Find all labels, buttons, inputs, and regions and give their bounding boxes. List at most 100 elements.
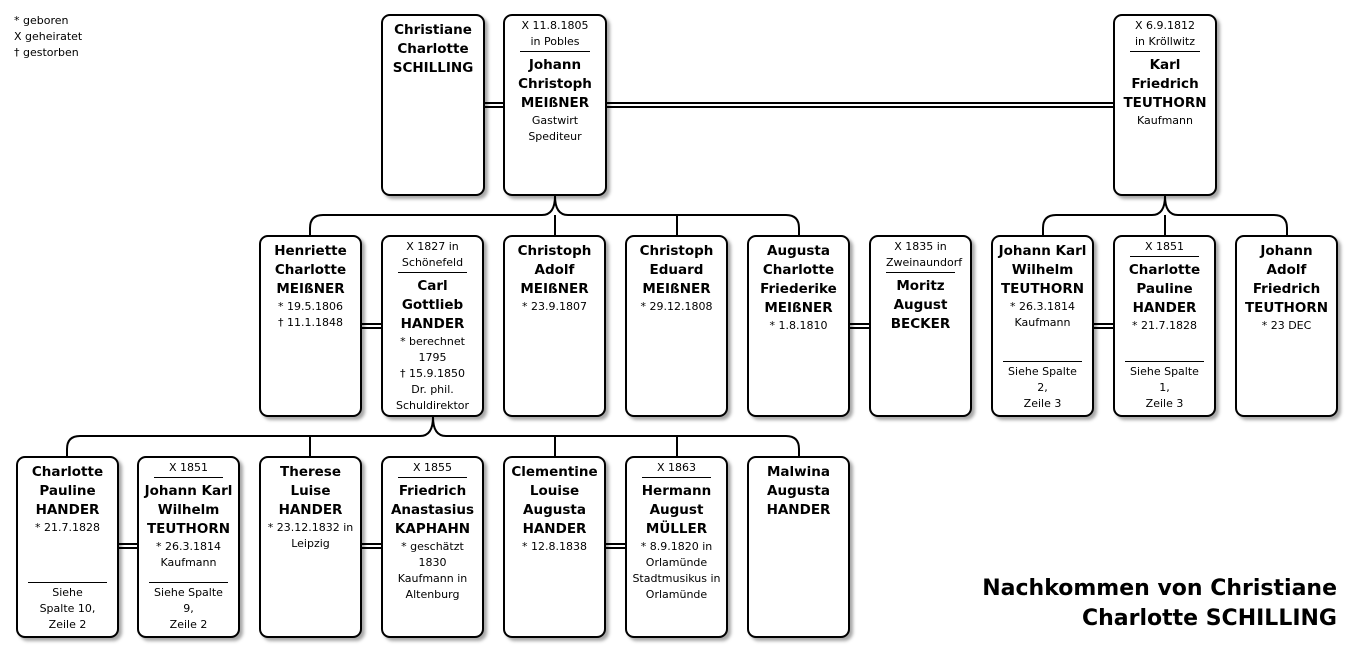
name-line: Moritz [896, 278, 945, 294]
name-line: Gottlieb [401, 297, 464, 313]
name-line: MEIßNER [520, 95, 590, 111]
name-line: Christiane [394, 22, 472, 38]
person-detail: * 21.7.1828 [1132, 319, 1197, 332]
marriage-line [362, 543, 381, 549]
name-line: Charlotte [762, 262, 835, 278]
marriage-line [606, 543, 625, 549]
legend-born: * geboren [14, 14, 69, 27]
name-line: Augusta [523, 502, 586, 518]
name-line: Charlotte [397, 41, 469, 57]
name-line: Hermann [641, 483, 712, 499]
name-line: Charlotte [31, 464, 104, 480]
marriage-line [850, 323, 869, 329]
person-detail: Leipzig [291, 537, 330, 550]
person-detail: * 23.12.1832 in [267, 521, 354, 534]
name-line: Wilhelm [1011, 262, 1074, 278]
name-line: Friedrich [398, 483, 467, 499]
name-line: Friedrich [1252, 281, 1321, 297]
person-detail: Stadtmusikus in [632, 572, 721, 585]
name-line: HANDER [400, 316, 465, 332]
name-line: HANDER [35, 502, 100, 518]
marriage-info: X 1827 in Schönefeld [398, 239, 467, 273]
person-detail: * 1.8.1810 [769, 319, 828, 332]
cross-reference-line: Zeile 2 [48, 618, 87, 631]
person-detail: Kaufmann [160, 556, 217, 569]
person-detail: * 23.9.1807 [522, 300, 587, 313]
person-detail: Spediteur [528, 130, 582, 143]
name-line: Friederike [760, 281, 837, 297]
name-line: MEIßNER [520, 281, 589, 297]
cross-reference-line: Zeile 2 [169, 618, 208, 631]
cross-reference-line: Siehe [52, 586, 83, 599]
name-line: Johann [528, 57, 582, 73]
name-line: MEIßNER [276, 281, 345, 297]
name-line: MEIßNER [642, 281, 711, 297]
person-detail: Kaufmann in [397, 572, 468, 585]
name-line: Charlotte [274, 262, 347, 278]
name-line: HANDER [766, 502, 831, 518]
name-line: HANDER [522, 521, 587, 537]
name-line: Anastasius [390, 502, 475, 518]
person-detail: * 23 DEC [1261, 319, 1312, 332]
name-line: Christoph [639, 243, 714, 259]
marriage-info: X 11.8.1805 in Pobles [520, 18, 590, 52]
person-detail: 1830 [418, 556, 447, 569]
person-detail: * 12.8.1838 [522, 540, 587, 553]
name-line: TEUTHORN [1123, 95, 1207, 111]
person-detail: † 11.1.1848 [278, 316, 343, 329]
cross-reference-line: Spalte 10, [39, 602, 96, 615]
name-line: Eduard [649, 262, 704, 278]
name-line: Pauline [1136, 281, 1193, 297]
legend-died: † gestorben [14, 46, 79, 59]
name-line: Christoph [518, 76, 592, 92]
descent-line [66, 416, 434, 456]
name-line: Christoph [517, 243, 592, 259]
name-line: KAPHAHN [394, 521, 471, 537]
person-detail: Altenburg [405, 588, 460, 601]
name-line: SCHILLING [392, 60, 474, 76]
descent-line [309, 436, 678, 456]
name-line: TEUTHORN [1244, 300, 1329, 316]
name-line: MEIßNER [764, 300, 833, 316]
person-detail: * 21.7.1828 [35, 521, 100, 534]
person-detail: * 26.3.1814 [1010, 300, 1075, 313]
name-line: HANDER [1132, 300, 1197, 316]
cross-reference-line: Zeile 3 [1145, 397, 1184, 410]
person-detail: * geschätzt [401, 540, 464, 553]
descent-line [554, 195, 800, 235]
person-detail: * 19.5.1806 [278, 300, 343, 313]
person-detail: Kaufmann [1136, 114, 1193, 127]
name-line: Pauline [39, 483, 96, 499]
